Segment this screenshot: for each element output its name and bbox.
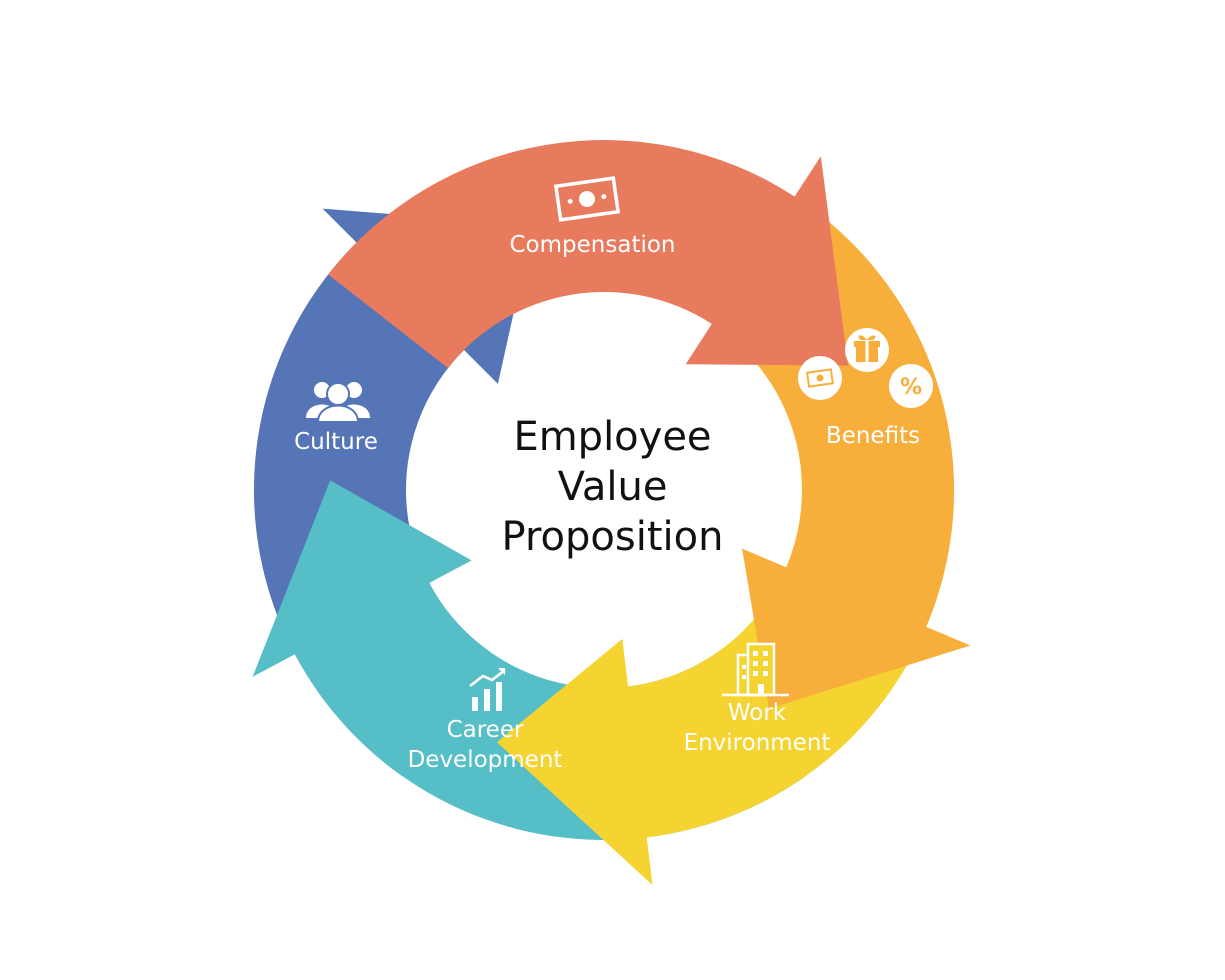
percent-icon: % bbox=[889, 364, 933, 408]
culture-label: Culture bbox=[294, 429, 378, 455]
compensation-label: Compensation bbox=[509, 232, 676, 258]
center-title: Employee Value Proposition bbox=[440, 412, 785, 562]
center-title-line-3: Proposition bbox=[501, 514, 724, 560]
gift-icon bbox=[845, 328, 889, 372]
center-title-line-1: Employee bbox=[513, 414, 712, 460]
benefits-label: Benefits bbox=[825, 423, 921, 449]
percent-symbol: % bbox=[900, 375, 922, 400]
career-development-label: Career Development bbox=[407, 717, 563, 773]
people-group-icon bbox=[306, 382, 370, 423]
compensation-arrow-segment bbox=[328, 140, 849, 369]
work-environment-label: Work Environment bbox=[683, 700, 831, 756]
benefits-icons: % bbox=[798, 328, 933, 408]
segments-layer bbox=[252, 140, 971, 885]
growth-chart-icon bbox=[469, 668, 506, 711]
center-title-line-2: Value bbox=[557, 464, 668, 510]
money-bill-icon bbox=[553, 176, 621, 222]
money-bill-icon bbox=[798, 356, 842, 400]
icons-layer: % bbox=[306, 176, 933, 711]
center-disc bbox=[407, 293, 801, 687]
office-building-icon bbox=[722, 642, 789, 697]
